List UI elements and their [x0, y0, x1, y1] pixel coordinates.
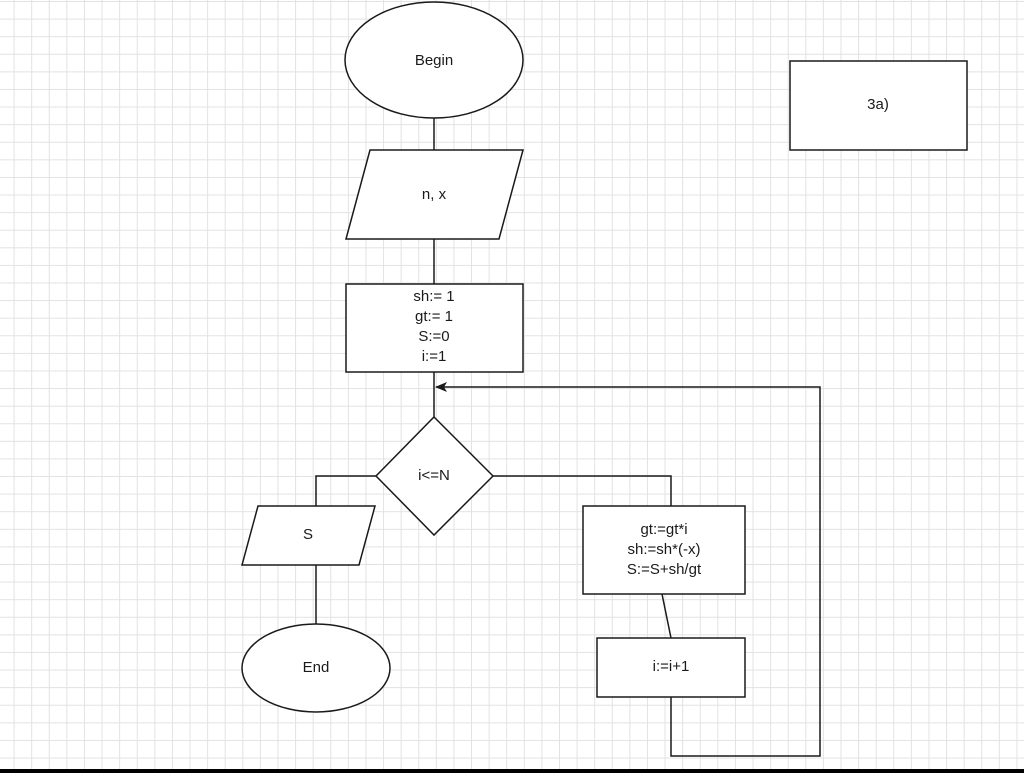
edge-condition-loop-body — [493, 475, 672, 506]
init-process: sh:= 1 gt:= 1 S:=0 i:=1 — [345, 283, 524, 373]
loop-body-process: gt:=gt*i sh:=sh*(-x) S:=S+sh/gt — [582, 505, 746, 595]
bottom-border — [0, 769, 1024, 773]
end-terminator: End — [241, 623, 391, 713]
note-box: 3a) — [789, 60, 968, 151]
end-label: End — [303, 659, 330, 676]
init-line-2: gt:= 1 — [415, 308, 453, 325]
init-line-4: i:=1 — [422, 348, 447, 365]
output-label: S — [303, 526, 313, 543]
increment-label: i:=i+1 — [653, 658, 690, 675]
loop-body-line-3: S:=S+sh/gt — [627, 561, 702, 578]
init-line-3: S:=0 — [418, 328, 449, 345]
edge-condition-output — [315, 475, 376, 506]
input-node: n, x — [345, 149, 524, 240]
increment-process: i:=i+1 — [596, 637, 746, 698]
input-label: n, x — [422, 186, 447, 203]
note-label: 3a) — [867, 96, 889, 113]
loop-body-line-2: sh:=sh*(-x) — [628, 541, 701, 558]
output-node: S — [241, 505, 376, 566]
condition-label: i<=N — [418, 467, 450, 484]
condition-decision: i<=N — [374, 415, 495, 537]
edge-loop-back — [435, 382, 821, 757]
loop-body-line-1: gt:=gt*i — [640, 521, 687, 538]
begin-terminator: Begin — [344, 1, 524, 119]
init-line-1: sh:= 1 — [413, 288, 454, 305]
begin-label: Begin — [415, 52, 453, 69]
edge-loop-body-increment — [661, 593, 672, 639]
